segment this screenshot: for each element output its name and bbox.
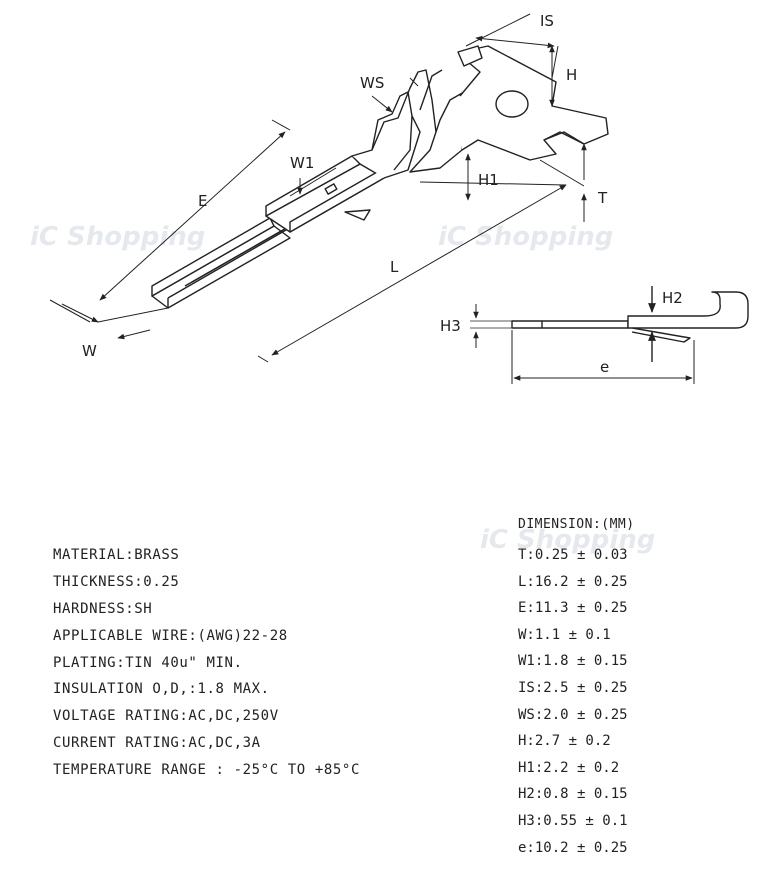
- spec-material: MATERIAL:BRASS: [53, 547, 180, 563]
- label-h1: H1: [478, 171, 499, 189]
- spec-list: MATERIAL:BRASS THICKNESS:0.25 HARDNESS:S…: [53, 542, 360, 784]
- label-e-side: e: [600, 358, 609, 376]
- spec-thickness: THICKNESS:0.25: [53, 573, 180, 590]
- label-h2: H2: [662, 289, 683, 307]
- spec-current-rating: CURRENT RATING:AC,DC,3A: [53, 735, 261, 752]
- spec-temperature-range: TEMPERATURE RANGE : -25°C TO +85°C: [53, 762, 360, 779]
- pin-body: [151, 217, 291, 309]
- dim-e-side: e:10.2 ± 0.25: [518, 839, 628, 856]
- label-w: W: [82, 342, 97, 360]
- dimension-list: T:0.25 ± 0.03 L:16.2 ± 0.25 E:11.3 ± 0.2…: [518, 542, 628, 861]
- dim-l: L:16.2 ± 0.25: [518, 573, 628, 590]
- dim-t: T:0.25 ± 0.03: [518, 547, 628, 563]
- dim-e-length: E:11.3 ± 0.25: [518, 600, 628, 617]
- spec-applicable-wire: APPLICABLE WIRE:(AWG)22-28: [53, 627, 288, 644]
- label-e-length: E: [198, 192, 207, 210]
- dim-h1: H1:2.2 ± 0.2: [518, 759, 620, 776]
- dim-w: W:1.1 ± 0.1: [518, 626, 611, 643]
- dim-is: IS:2.5 ± 0.25: [518, 679, 628, 696]
- dimension-lines: [49, 13, 587, 363]
- label-h: H: [566, 66, 577, 84]
- watermark-table: iC Shopping: [480, 525, 656, 555]
- carrier-strip: [457, 45, 609, 161]
- pin-box: [265, 155, 385, 233]
- side-view: [470, 286, 749, 384]
- terminal-drawing: IS H WS W1 H1 T E L W H2 H3 e: [49, 12, 749, 384]
- label-ws: WS: [360, 74, 384, 92]
- spec-voltage-rating: VOLTAGE RATING:AC,DC,250V: [53, 708, 279, 725]
- dim-h3: H3:0.55 ± 0.1: [518, 812, 628, 829]
- dim-h2: H2:0.8 ± 0.15: [518, 786, 628, 803]
- label-t: T: [597, 189, 608, 207]
- spec-plating: PLATING:TIN 40u" MIN.: [53, 654, 243, 671]
- label-is: IS: [540, 12, 554, 30]
- label-h3: H3: [440, 317, 461, 335]
- spec-hardness: HARDNESS:SH: [53, 600, 153, 617]
- label-w1: W1: [290, 154, 314, 172]
- dimension-title: DIMENSION:(MM): [518, 517, 635, 532]
- spec-insulation: INSULATION O,D,:1.8 MAX.: [53, 681, 270, 698]
- dim-h: H:2.7 ± 0.2: [518, 733, 611, 750]
- dim-ws: WS:2.0 ± 0.25: [518, 706, 628, 723]
- label-l: L: [390, 258, 399, 276]
- dim-w1: W1:1.8 ± 0.15: [518, 653, 628, 670]
